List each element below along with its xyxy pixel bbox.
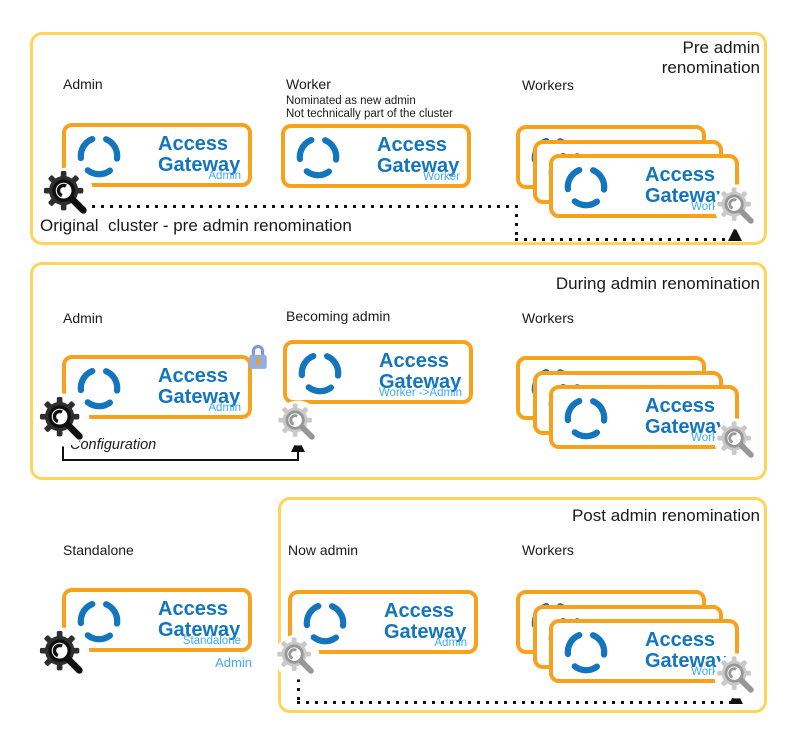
worker-note-1: Nominated as new admin	[286, 95, 416, 107]
gear-magnifier-icon	[274, 634, 320, 680]
solid-connector-v2	[297, 448, 299, 461]
arrowhead-up-icon	[728, 227, 742, 241]
node-label-post-workers: Workers	[522, 542, 574, 558]
role-badge: Admin	[208, 170, 241, 182]
section-title-post: Post admin renomination	[571, 506, 760, 525]
worker-note-2: Not technically part of the cluster	[286, 108, 453, 120]
dotted-connector-pre-v	[515, 205, 518, 241]
gear-magnifier-icon	[275, 400, 321, 446]
brand-line2: Gateway	[158, 154, 241, 176]
node-label-post-standalone: Standalone	[63, 542, 134, 558]
access-gateway-ring-icon	[563, 629, 609, 675]
gear-magnifier-icon	[40, 167, 94, 221]
role-badge: Worker	[423, 171, 460, 183]
gear-magnifier-icon	[714, 184, 760, 230]
node-label-pre-admin: Admin	[63, 76, 103, 92]
brand-line2: Gateway	[377, 155, 460, 177]
brand-line1: Access	[645, 164, 716, 186]
role-badge: Worker ->Admin	[378, 387, 462, 399]
section-title-during: During admin renomination	[555, 274, 760, 293]
brand-line2: Gateway	[158, 619, 241, 641]
node-label-pre-workers: Workers	[522, 77, 574, 93]
node-label-pre-worker: Worker	[286, 76, 331, 92]
access-gateway-ring-icon	[297, 350, 343, 396]
role-badge: Admin	[208, 402, 241, 414]
gear-magnifier-icon	[714, 653, 760, 699]
gear-magnifier-icon	[36, 393, 90, 447]
brand-line2: Gateway	[645, 650, 728, 672]
access-gateway-ring-icon	[295, 134, 341, 180]
node-label-post-now-admin: Now admin	[288, 542, 359, 558]
gear-magnifier-icon	[36, 627, 90, 681]
role-badge-below-standalone: Admin	[215, 655, 252, 670]
brand-line2: Gateway	[384, 621, 467, 643]
pre-caption: Original cluster - pre admin renominatio…	[40, 216, 352, 235]
brand-line2: Gateway	[379, 371, 462, 393]
access-gateway-ring-icon	[563, 395, 609, 441]
node-label-during-admin: Admin	[63, 310, 103, 326]
solid-connector-v1	[62, 432, 64, 461]
gear-magnifier-icon	[714, 418, 760, 464]
dotted-connector-post-h	[297, 701, 731, 704]
lock-icon	[249, 344, 267, 369]
brand-line1: Access	[645, 629, 716, 651]
role-badge: Admin	[434, 637, 467, 649]
brand-line2: Gateway	[645, 185, 728, 207]
brand-line1: Access	[377, 134, 448, 156]
dotted-connector-post-v	[297, 670, 300, 704]
brand-line2: Gateway	[158, 386, 241, 408]
brand-line1: Access	[158, 598, 229, 620]
section-title-pre: Pre admin renomination	[661, 38, 760, 77]
node-label-during-workers: Workers	[522, 310, 574, 326]
role-badge: Standalone	[182, 635, 241, 647]
brand-line1: Access	[384, 600, 455, 622]
brand-line2: Gateway	[645, 416, 728, 438]
brand-line1: Access	[379, 350, 450, 372]
brand-line1: Access	[158, 365, 229, 387]
node-label-during-becoming: Becoming admin	[286, 308, 391, 324]
dotted-connector-pre-h1	[74, 205, 518, 208]
brand-line1: Access	[158, 133, 229, 155]
solid-connector-h	[62, 459, 298, 461]
access-gateway-ring-icon	[563, 164, 609, 210]
brand-line1: Access	[645, 395, 716, 417]
configuration-label: Configuration	[70, 437, 157, 453]
dotted-connector-pre-h2	[515, 238, 731, 241]
